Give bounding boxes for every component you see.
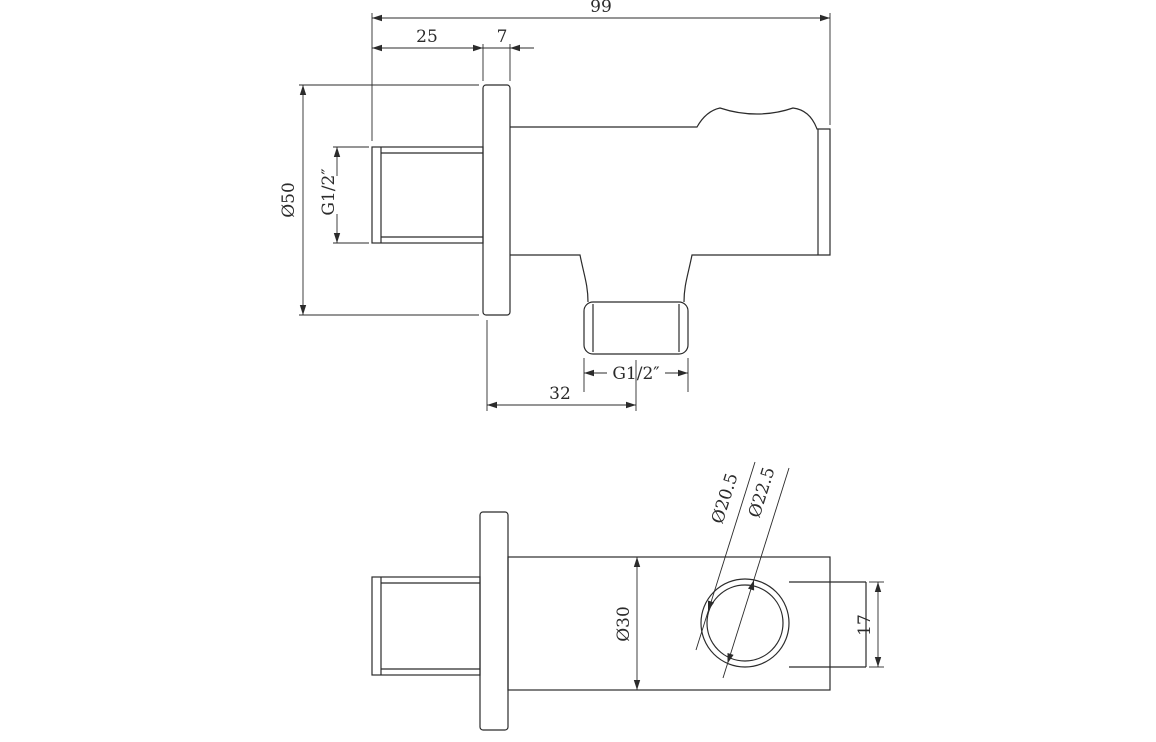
- body-outline-bottom: [507, 556, 831, 691]
- leader-arrow-holder-inner: [708, 600, 715, 611]
- body-bottom-left-outline: [510, 254, 589, 303]
- dim-holder-slot-width-label: 17: [855, 614, 875, 636]
- wall-flange-outline: [482, 84, 511, 316]
- leader-line-holder-outer: [722, 467, 790, 679]
- inlet-thread-outline-bottom: [371, 576, 481, 676]
- dim-flange-diameter-label: Ø50: [279, 182, 299, 218]
- leader-arrow-holder-outer-upper: [748, 580, 755, 591]
- body-and-holder-outline: [510, 107, 831, 303]
- holder-ring-outer-circle: [700, 578, 790, 668]
- bottom-view: Ø30 Ø22.5 Ø20.5 17: [371, 461, 884, 731]
- dim-overall-length-label: 99: [590, 0, 612, 17]
- dim-body-diameter-label: Ø30: [614, 606, 634, 642]
- side-view: 99 25 7 Ø50 G1/2″ G1/2″ 32: [279, 0, 831, 411]
- dim-flange-thickness-label: 7: [497, 27, 508, 47]
- dim-inlet-length-label: 25: [416, 27, 438, 47]
- outlet-nut-outline: [583, 301, 689, 355]
- wall-flange-outline-bottom: [479, 511, 509, 731]
- dim-inlet-thread-label: G1/2″: [319, 168, 339, 215]
- dim-holder-outer-diameter-label: Ø22.5: [745, 465, 780, 520]
- holder-ring-inner-circle: [706, 584, 784, 662]
- leader-line-holder-inner: [695, 461, 756, 651]
- leader-arrow-holder-outer-lower: [727, 653, 734, 664]
- inlet-thread-outline: [371, 146, 484, 244]
- dim-outlet-offset-label: 32: [549, 384, 571, 404]
